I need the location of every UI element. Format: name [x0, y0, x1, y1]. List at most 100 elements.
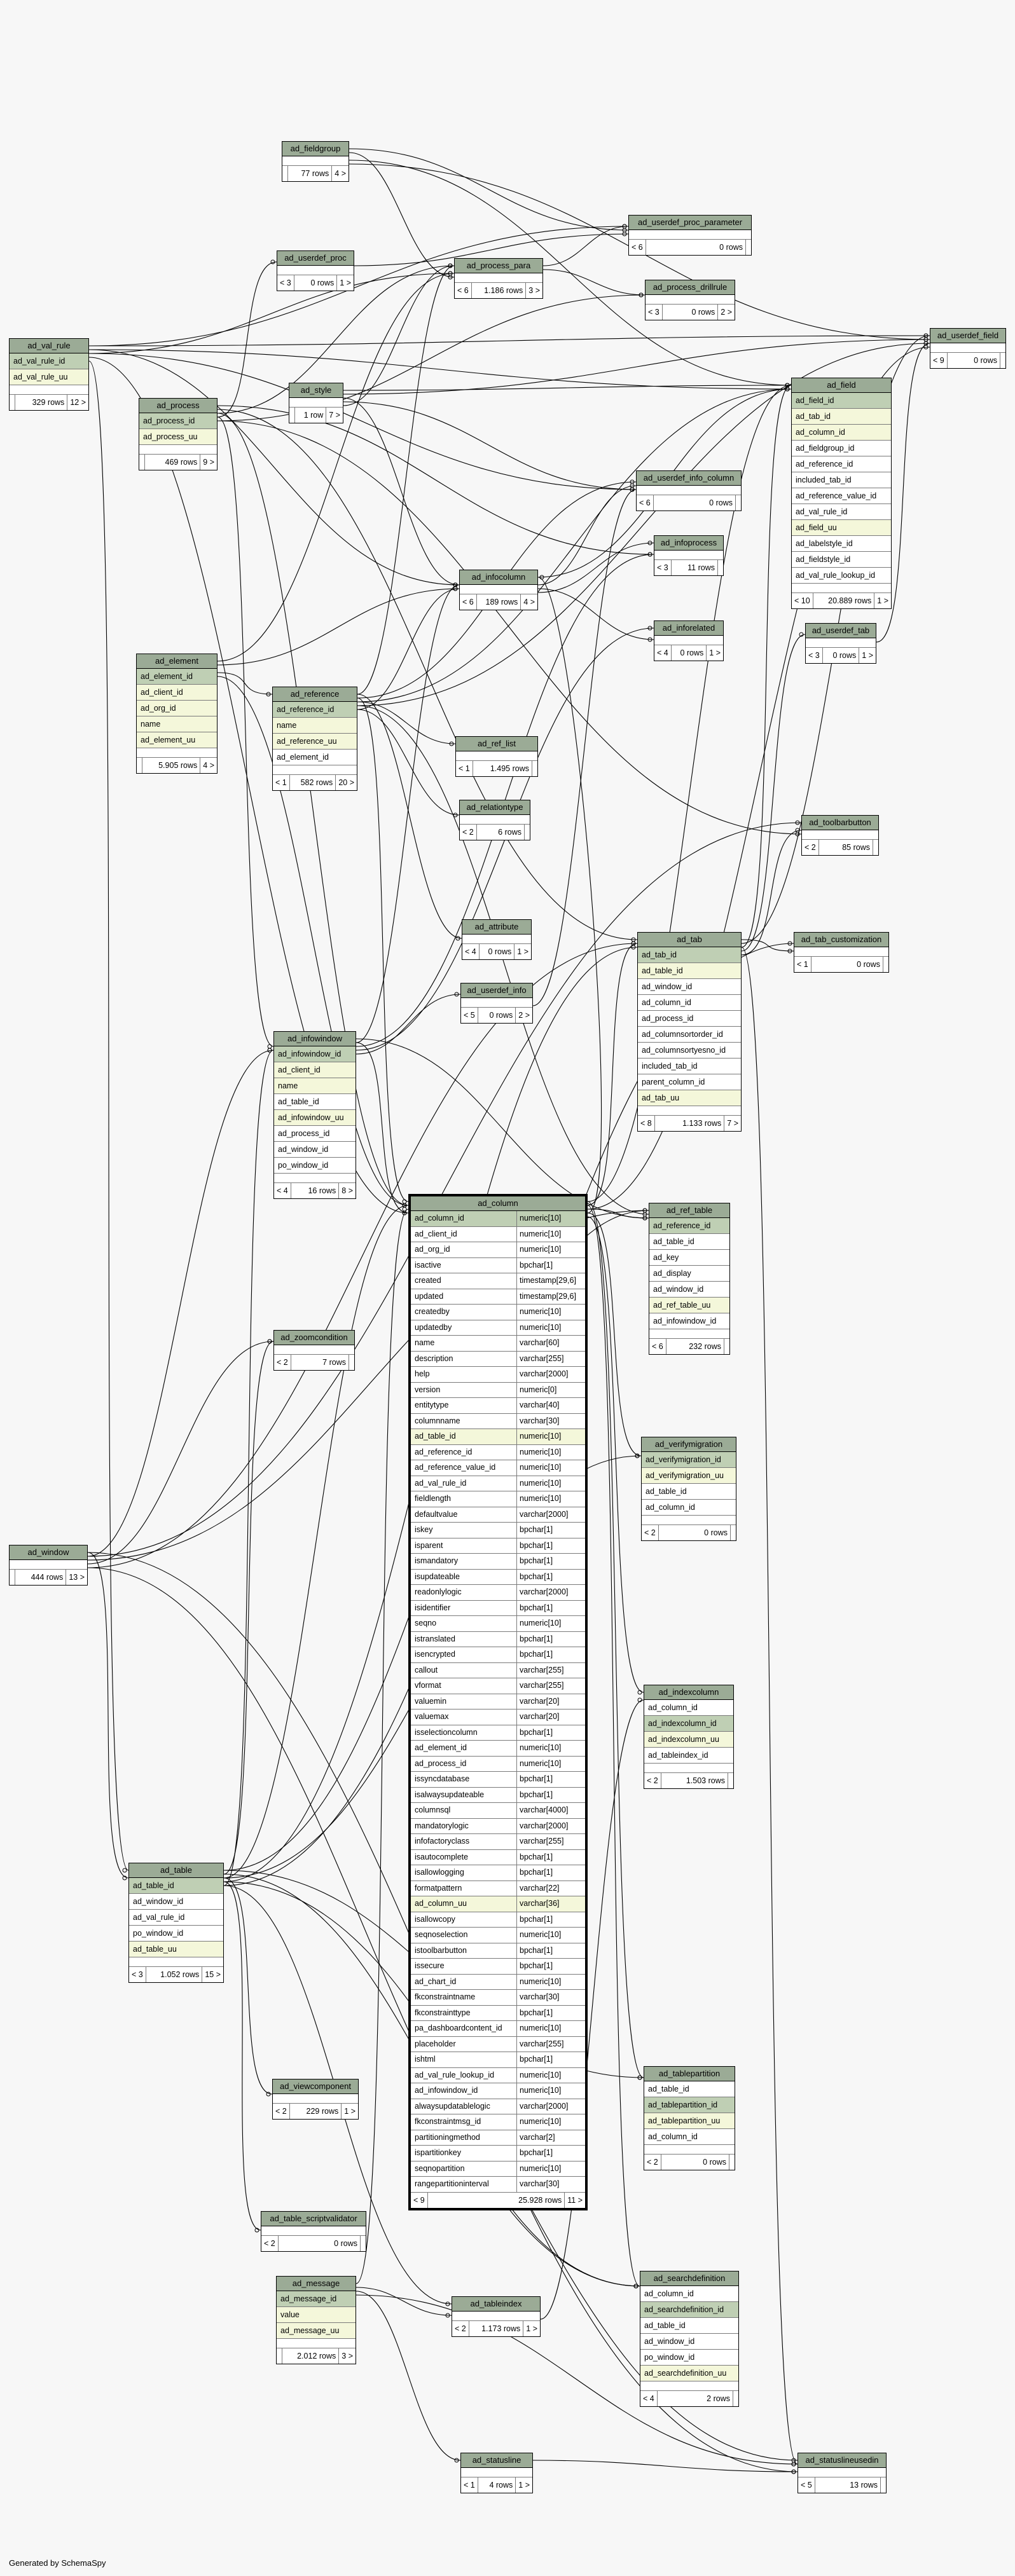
children-link[interactable]: 1 > — [526, 2324, 537, 2333]
table-title[interactable]: ad_val_rule — [10, 339, 88, 353]
parents-link[interactable]: < 1 — [461, 2477, 478, 2493]
children-link[interactable]: 11 > — [567, 2195, 583, 2205]
column-row[interactable]: po_window_id — [640, 2350, 738, 2366]
children-link[interactable] — [746, 240, 751, 255]
column-row[interactable]: ad_verifymigration_uu — [642, 1468, 736, 1484]
children-link[interactable]: 3 > — [528, 286, 540, 295]
parents-link[interactable]: < 1 — [273, 775, 290, 790]
column-row[interactable]: ad_reference_value_id — [792, 488, 891, 504]
column-row[interactable]: ad_table_id — [642, 1484, 736, 1500]
children-link[interactable]: 7 > — [329, 411, 340, 420]
column-row[interactable]: ad_element_id — [137, 669, 217, 685]
column-row[interactable]: ad_column_id — [642, 1500, 736, 1516]
parents-link[interactable]: < 6 — [649, 1339, 666, 1354]
table-title[interactable]: ad_userdef_field — [930, 329, 1005, 343]
column-row[interactable]: ad_client_id — [274, 1062, 356, 1078]
table-title[interactable]: ad_column — [411, 1196, 585, 1211]
parents-link[interactable]: < 3 — [129, 1967, 146, 1982]
column-row[interactable]: ad_field_id — [792, 393, 891, 409]
column-row[interactable]: ad_table_id — [129, 1878, 223, 1894]
table-title[interactable]: ad_tablepartition — [644, 2067, 735, 2081]
column-row[interactable]: ad_window_id — [640, 2334, 738, 2350]
table-title[interactable]: ad_infocolumn — [460, 570, 537, 585]
table-title[interactable]: ad_indexcolumn — [644, 1685, 733, 1700]
column-row[interactable]: ad_message_id — [277, 2291, 356, 2307]
parents-link[interactable]: < 3 — [277, 275, 294, 291]
parents-link[interactable] — [289, 408, 295, 423]
parents-link[interactable]: < 1 — [794, 957, 811, 972]
table-title[interactable]: ad_tab — [638, 933, 741, 947]
children-link[interactable]: 1 > — [517, 947, 528, 956]
children-link[interactable]: 1 > — [340, 278, 351, 287]
column-row[interactable]: ad_column_id — [644, 2129, 735, 2145]
children-link[interactable] — [733, 2391, 738, 2406]
table-title[interactable]: ad_statusline — [461, 2453, 532, 2468]
table-title[interactable]: ad_userdef_proc_parameter — [629, 216, 751, 230]
column-row[interactable]: ad_reference_id — [792, 456, 891, 472]
column-row[interactable]: ad_val_rule_uu — [10, 369, 88, 385]
table-title[interactable]: ad_toolbarbutton — [802, 816, 878, 830]
column-row[interactable]: included_tab_id — [792, 472, 891, 488]
children-link[interactable]: 12 > — [70, 398, 86, 407]
children-link[interactable] — [736, 495, 741, 510]
column-row[interactable]: ad_fieldgroup_id — [792, 441, 891, 456]
parents-link[interactable]: < 2 — [644, 1773, 661, 1788]
table-title[interactable]: ad_zoomcondition — [274, 1331, 354, 1345]
parents-link[interactable]: < 6 — [637, 495, 654, 510]
column-row[interactable]: ad_tableindex_id — [644, 1748, 733, 1764]
parents-link[interactable]: < 4 — [462, 944, 480, 959]
parents-link[interactable]: < 5 — [798, 2477, 815, 2493]
parents-link[interactable]: < 2 — [460, 825, 477, 840]
children-link[interactable] — [532, 761, 537, 776]
column-row[interactable]: ad_table_id — [649, 1234, 729, 1250]
children-link[interactable]: 1 > — [344, 2107, 356, 2116]
table-title[interactable]: ad_relationtype — [460, 800, 530, 815]
column-row[interactable]: ad_window_id — [274, 1142, 356, 1158]
parents-link[interactable]: < 2 — [452, 2321, 469, 2336]
column-row[interactable]: ad_tab_uu — [638, 1090, 741, 1106]
parents-link[interactable]: < 1 — [456, 761, 473, 776]
column-row[interactable]: ad_columnsortyesno_id — [638, 1043, 741, 1058]
column-row[interactable]: ad_verifymigration_id — [642, 1452, 736, 1468]
children-link[interactable]: 4 > — [335, 169, 346, 178]
column-row[interactable]: ad_client_id — [137, 685, 217, 701]
table-title[interactable]: ad_style — [289, 383, 343, 398]
column-row[interactable]: ad_display — [649, 1266, 729, 1282]
column-row[interactable]: ad_reference_id — [273, 702, 357, 718]
